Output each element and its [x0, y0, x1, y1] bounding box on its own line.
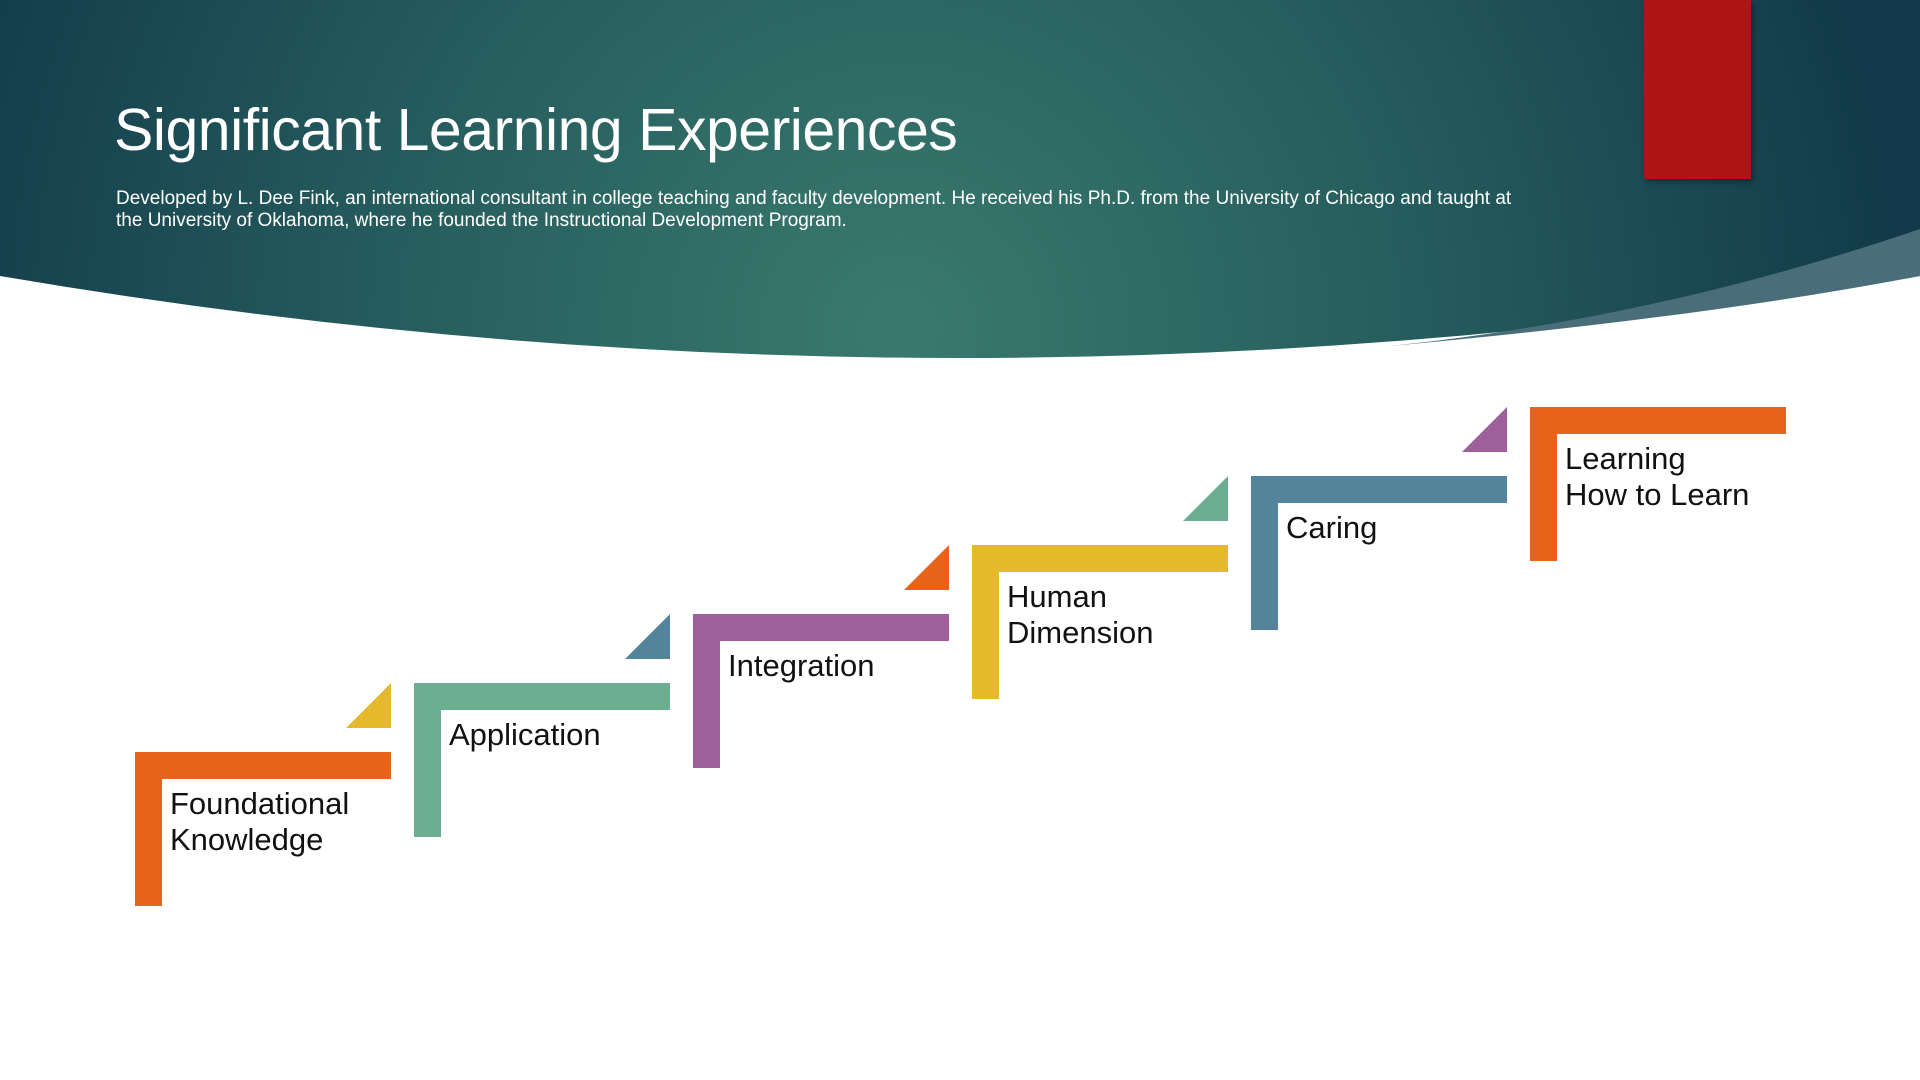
step-label: Learning How to Learn	[1565, 441, 1750, 512]
step-triangle-marker	[625, 614, 670, 659]
slide-subtitle: Developed by L. Dee Fink, an internation…	[116, 188, 1512, 231]
step-label: Foundational Knowledge	[170, 786, 350, 857]
step-1: Foundational Knowledge	[135, 752, 391, 906]
step-label: Application	[449, 717, 601, 752]
step-vertical-bar	[972, 545, 999, 699]
header-swoosh	[1390, 229, 1920, 346]
step-label: Integration	[728, 648, 875, 683]
header-background	[0, 0, 1920, 358]
step-horizontal-bar	[972, 545, 1228, 572]
step-triangle-marker	[1462, 407, 1507, 452]
step-triangle-marker	[904, 545, 949, 590]
step-vertical-bar	[1530, 407, 1557, 561]
step-horizontal-bar	[135, 752, 391, 779]
step-vertical-bar	[693, 614, 720, 768]
step-vertical-bar	[135, 752, 162, 906]
step-6: Learning How to Learn	[1530, 407, 1786, 561]
step-label: Human Dimension	[1007, 579, 1154, 650]
step-vertical-bar	[414, 683, 441, 837]
step-label: Caring	[1286, 510, 1378, 545]
step-vertical-bar	[1251, 476, 1278, 630]
accent-red-bar	[1644, 0, 1751, 179]
step-2: Application	[414, 683, 670, 837]
step-horizontal-bar	[414, 683, 670, 710]
step-horizontal-bar	[1530, 407, 1786, 434]
step-triangle-marker	[346, 683, 391, 728]
step-triangle-marker	[1183, 476, 1228, 521]
step-5: Caring	[1251, 476, 1507, 630]
step-3: Integration	[693, 614, 949, 768]
step-horizontal-bar	[693, 614, 949, 641]
header-wave	[0, 0, 1920, 358]
slide-title: Significant Learning Experiences	[114, 97, 958, 163]
step-horizontal-bar	[1251, 476, 1507, 503]
step-4: Human Dimension	[972, 545, 1228, 699]
